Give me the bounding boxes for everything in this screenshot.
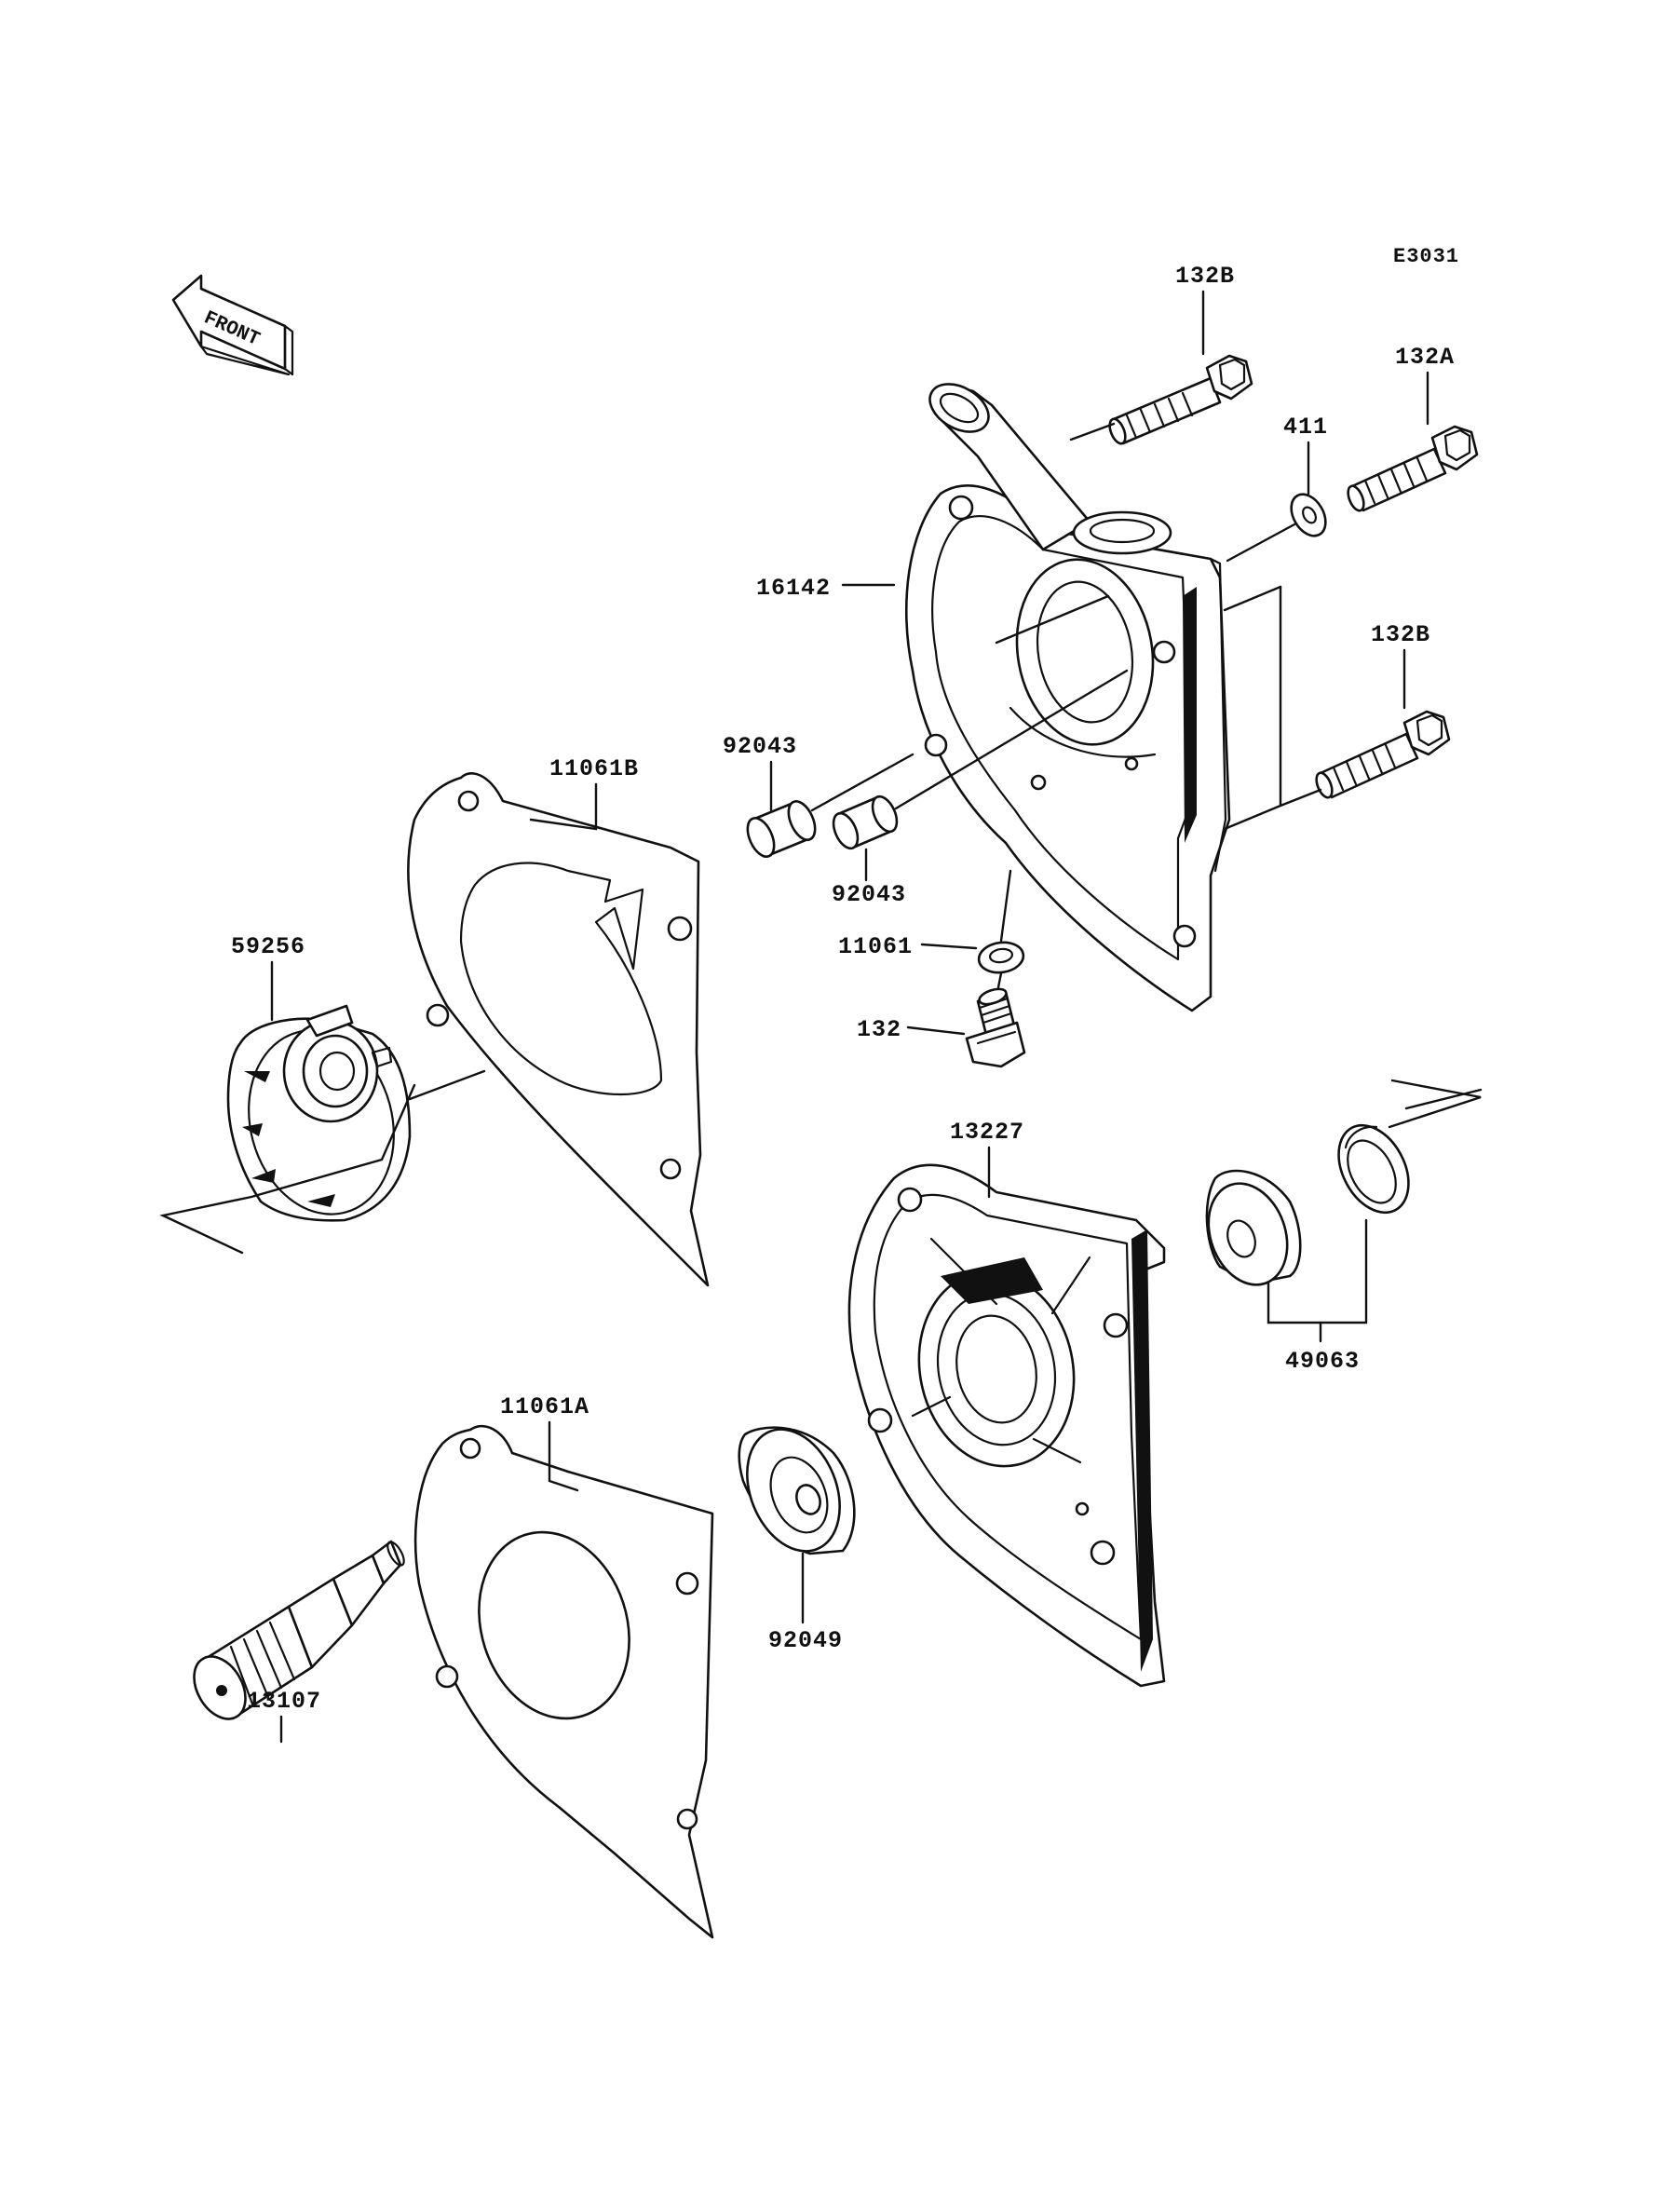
- pump-housing-16142: [905, 383, 1231, 1012]
- label-92043-b: 92043: [832, 881, 906, 908]
- diagram-code: E3031: [1393, 245, 1459, 268]
- label-13107: 13107: [247, 1688, 321, 1715]
- label-92043-a: 92043: [723, 733, 797, 760]
- impeller-59256: [226, 1004, 412, 1222]
- label-411: 411: [1283, 414, 1328, 441]
- dowel-92043-a: [746, 800, 817, 858]
- label-132: 132: [857, 1016, 901, 1043]
- washer-411: [1290, 493, 1327, 537]
- label-16142: 16142: [756, 575, 831, 602]
- label-13227: 13227: [950, 1119, 1024, 1146]
- label-132B-top: 132B: [1175, 263, 1235, 290]
- gasket-11061A: [413, 1424, 714, 1939]
- seal-49063-small: [1337, 1123, 1410, 1215]
- bolt-132B-top: [1108, 354, 1253, 445]
- label-49063: 49063: [1285, 1348, 1360, 1375]
- bolt-132A: [1347, 425, 1479, 512]
- oil-seal-92049: [738, 1426, 856, 1555]
- guide-lines: [159, 422, 1483, 1255]
- label-132A: 132A: [1395, 344, 1455, 371]
- seal-49063-large: [1205, 1169, 1302, 1286]
- label-11061A: 11061A: [500, 1393, 589, 1420]
- pump-cover-13227: [847, 1163, 1166, 1688]
- label-92049: 92049: [768, 1627, 843, 1654]
- gasket-11061B: [407, 772, 710, 1287]
- callouts: 132B 132A 411 16142 132B 92043 92043 110…: [231, 263, 1455, 1744]
- label-11061: 11061: [838, 933, 913, 960]
- label-11061B: 11061B: [549, 755, 639, 782]
- dowel-92043-b: [832, 794, 899, 850]
- front-direction-arrow: FRONT: [171, 274, 294, 376]
- oring-11061: [977, 941, 1025, 974]
- label-59256: 59256: [231, 933, 305, 960]
- pump-shaft-13107: [193, 1540, 405, 1720]
- label-132B-mid: 132B: [1371, 621, 1430, 648]
- bolt-132: [965, 987, 1026, 1068]
- bolt-132B-mid: [1315, 710, 1451, 799]
